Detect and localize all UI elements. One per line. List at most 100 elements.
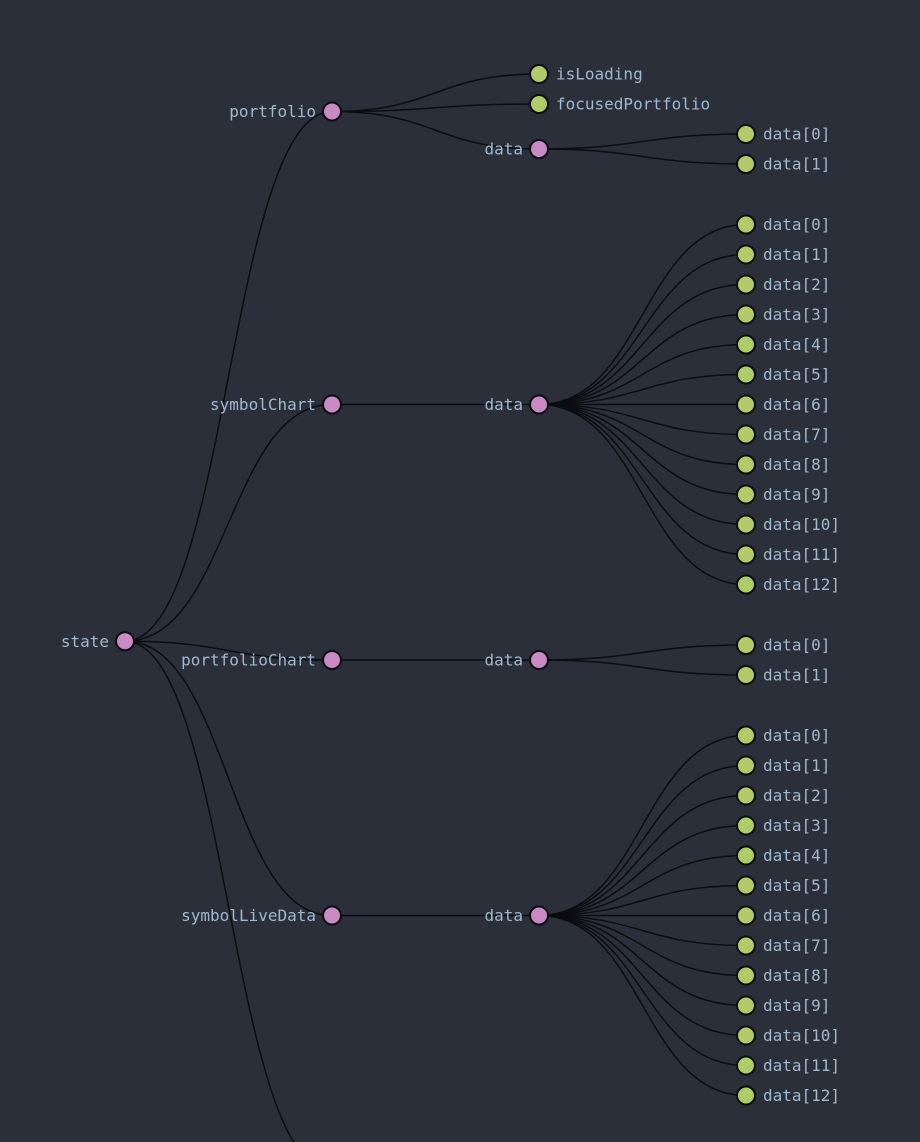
leaf-node-dot-state-symbolchart-data-data-4[interactable]	[736, 334, 756, 355]
node-state-symbolchart-data-data-3[interactable]: data[3]	[736, 304, 830, 325]
leaf-node-dot-state-symbolchart-data-data-8[interactable]	[736, 454, 756, 475]
link-state-symbollivedata-data-to-data-1	[538, 764, 747, 917]
leaf-node-dot-state-symbollivedata-data-data-5[interactable]	[736, 875, 756, 896]
node-state-symbolchart-data-data-5[interactable]: data[5]	[736, 364, 830, 385]
leaf-node-dot-state-symbollivedata-data-data-11[interactable]	[736, 1055, 756, 1076]
leaf-node-dot-state-symbollivedata-data-data-1[interactable]	[736, 755, 756, 776]
leaf-node-dot-state-symbollivedata-data-data-7[interactable]	[736, 935, 756, 956]
node-state-symbolchart-data-data-0[interactable]: data[0]	[736, 214, 830, 235]
node-state-symbolchart-data-data-6[interactable]: data[6]	[736, 394, 830, 415]
link-state-symbolchart-data-to-data-8	[538, 403, 747, 466]
node-label-state-symbollivedata-data-data-4: data[4]	[763, 846, 830, 865]
node-state-symbolchart-data-data-9[interactable]: data[9]	[736, 484, 830, 505]
node-state-symbolchart-data-data-1[interactable]: data[1]	[736, 244, 830, 265]
node-state-symbolchart-data-data-8[interactable]: data[8]	[736, 454, 830, 475]
branch-node-dot-state-portfoliochart-data[interactable]	[529, 650, 549, 670]
node-state-symbolchart-data[interactable]: data	[484, 394, 549, 415]
leaf-node-dot-state-portfoliochart-data-data-0[interactable]	[736, 635, 756, 655]
leaf-node-dot-state-symbollivedata-data-data-12[interactable]	[736, 1085, 756, 1106]
leaf-node-dot-state-symbollivedata-data-data-8[interactable]	[736, 965, 756, 986]
leaf-node-dot-state-symbolchart-data-data-6[interactable]	[736, 394, 756, 415]
node-state-portfolio-data-data-1[interactable]: data[1]	[736, 154, 830, 174]
link-state-symbollivedata-data-to-data-8	[538, 914, 747, 977]
leaf-node-dot-state-symbolchart-data-data-3[interactable]	[736, 304, 756, 325]
leaf-node-dot-state-symbolchart-data-data-2[interactable]	[736, 274, 756, 295]
node-state-portfolio-focusedportfolio[interactable]: focusedPortfolio	[529, 94, 710, 114]
leaf-node-dot-state-symbolchart-data-data-9[interactable]	[736, 484, 756, 505]
leaf-node-dot-state-symbollivedata-data-data-9[interactable]	[736, 995, 756, 1016]
leaf-node-dot-state-portfolio-focusedportfolio[interactable]	[529, 94, 549, 114]
link-state-symbollivedata-data-to-data-12	[538, 914, 747, 1097]
node-label-state-symbolchart-data-data-12: data[12]	[763, 575, 840, 594]
leaf-node-dot-state-portfolio-data-data-0[interactable]	[736, 124, 756, 144]
leaf-node-dot-state-symbollivedata-data-data-3[interactable]	[736, 815, 756, 836]
node-label-state-symbollivedata-data-data-11: data[11]	[763, 1056, 840, 1075]
branch-node-dot-state-portfoliochart[interactable]	[322, 650, 342, 670]
node-state[interactable]: state	[61, 631, 135, 652]
node-state-symbolchart-data-data-4[interactable]: data[4]	[736, 334, 830, 355]
node-state-symbollivedata-data-data-8[interactable]: data[8]	[736, 965, 830, 986]
node-state-symbollivedata-data-data-0[interactable]: data[0]	[736, 725, 830, 746]
node-state-symbollivedata-data-data-9[interactable]: data[9]	[736, 995, 830, 1016]
branch-node-dot-state[interactable]	[115, 631, 135, 652]
leaf-node-dot-state-symbolchart-data-data-10[interactable]	[736, 514, 756, 535]
node-state-portfolio-isloading[interactable]: isLoading	[529, 64, 643, 84]
node-state-symbolchart-data-data-11[interactable]: data[11]	[736, 544, 840, 565]
leaf-node-dot-state-portfoliochart-data-data-1[interactable]	[736, 665, 756, 685]
node-label-state-portfolio-focusedportfolio: focusedPortfolio	[556, 95, 710, 114]
node-state-symbollivedata-data-data-7[interactable]: data[7]	[736, 935, 830, 956]
leaf-node-dot-state-symbollivedata-data-data-6[interactable]	[736, 905, 756, 926]
leaf-node-dot-state-portfolio-isloading[interactable]	[529, 64, 549, 84]
node-label-state-symbollivedata-data-data-1: data[1]	[763, 756, 830, 775]
node-state-portfolio-data-data-0[interactable]: data[0]	[736, 124, 830, 144]
node-state-symbolchart-data-data-10[interactable]: data[10]	[736, 514, 840, 535]
node-state-symbollivedata-data-data-4[interactable]: data[4]	[736, 845, 830, 866]
node-state-portfolio[interactable]: portfolio	[229, 101, 342, 122]
leaf-node-dot-state-symbolchart-data-data-0[interactable]	[736, 214, 756, 235]
node-label-state-symbollivedata-data-data-12: data[12]	[763, 1086, 840, 1105]
leaf-node-dot-state-symbolchart-data-data-7[interactable]	[736, 424, 756, 445]
link-state-symbollivedata-data-to-data-10	[538, 914, 747, 1037]
leaf-node-dot-state-symbolchart-data-data-5[interactable]	[736, 364, 756, 385]
leaf-node-dot-state-portfolio-data-data-1[interactable]	[736, 154, 756, 174]
leaf-node-dot-state-symbollivedata-data-data-10[interactable]	[736, 1025, 756, 1046]
node-state-symbollivedata[interactable]: symbolLiveData	[181, 905, 342, 926]
node-state-symbollivedata-data-data-11[interactable]: data[11]	[736, 1055, 840, 1076]
node-state-symbolchart-data-data-7[interactable]: data[7]	[736, 424, 830, 445]
node-state-symbollivedata-data-data-12[interactable]: data[12]	[736, 1085, 840, 1106]
node-state-symbollivedata-data-data-10[interactable]: data[10]	[736, 1025, 840, 1046]
link-state-symbolchart-data-to-data-4	[538, 343, 747, 406]
branch-node-dot-state-symbolchart[interactable]	[322, 394, 342, 415]
node-state-symbollivedata-data-data-5[interactable]: data[5]	[736, 875, 830, 896]
node-state-portfoliochart[interactable]: portfolioChart	[181, 650, 342, 670]
leaf-node-dot-state-symbolchart-data-data-1[interactable]	[736, 244, 756, 265]
branch-node-dot-state-symbolchart-data[interactable]	[529, 394, 549, 415]
node-state-symbolchart-data-data-12[interactable]: data[12]	[736, 574, 840, 595]
node-state-symbolchart-data-data-2[interactable]: data[2]	[736, 274, 830, 295]
link-state-symbollivedata-data-to-data-9	[538, 914, 747, 1007]
node-state-symbollivedata-data[interactable]: data	[484, 905, 549, 926]
node-state-symbollivedata-data-data-2[interactable]: data[2]	[736, 785, 830, 806]
link-state-symbolchart-data-to-data-0	[538, 223, 747, 406]
branch-node-dot-state-portfolio-data[interactable]	[529, 139, 549, 159]
node-label-state-portfolio-data-data-1: data[1]	[763, 155, 830, 174]
link-state-to-portfolio	[124, 110, 333, 642]
node-state-portfoliochart-data-data-0[interactable]: data[0]	[736, 635, 830, 655]
node-state-portfoliochart-data-data-1[interactable]: data[1]	[736, 665, 830, 685]
branch-node-dot-state-symbollivedata[interactable]	[322, 905, 342, 926]
node-state-portfoliochart-data[interactable]: data	[484, 650, 549, 670]
node-state-symbollivedata-data-data-6[interactable]: data[6]	[736, 905, 830, 926]
node-state-portfolio-data[interactable]: data	[484, 139, 549, 159]
branch-node-dot-state-portfolio[interactable]	[322, 101, 342, 122]
node-state-symbollivedata-data-data-1[interactable]: data[1]	[736, 755, 830, 776]
leaf-node-dot-state-symbollivedata-data-data-4[interactable]	[736, 845, 756, 866]
node-state-symbolchart[interactable]: symbolChart	[210, 394, 342, 415]
node-state-symbollivedata-data-data-3[interactable]: data[3]	[736, 815, 830, 836]
leaf-node-dot-state-symbollivedata-data-data-2[interactable]	[736, 785, 756, 806]
branch-node-dot-state-symbollivedata-data[interactable]	[529, 905, 549, 926]
node-label-state-portfoliochart-data: data	[484, 651, 523, 670]
leaf-node-dot-state-symbolchart-data-data-11[interactable]	[736, 544, 756, 565]
leaf-node-dot-state-symbollivedata-data-data-0[interactable]	[736, 725, 756, 746]
leaf-node-dot-state-symbolchart-data-data-12[interactable]	[736, 574, 756, 595]
node-label-state-symbollivedata-data-data-5: data[5]	[763, 876, 830, 895]
